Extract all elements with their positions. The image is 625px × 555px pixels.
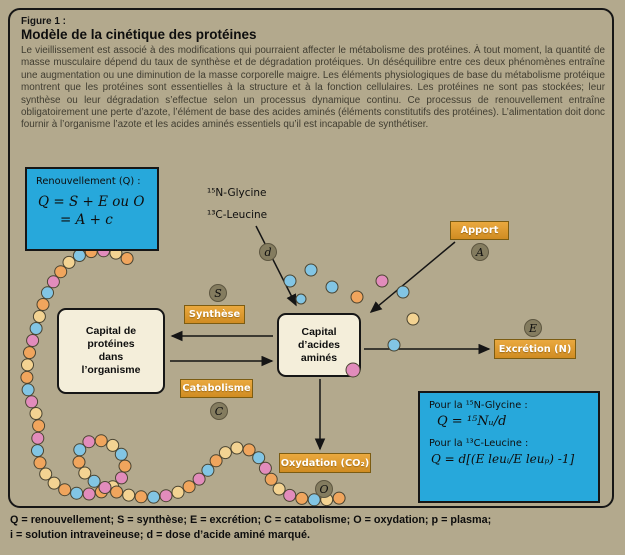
tracer-leucine-label: ¹³C-Leucine [207,209,268,221]
dose-symbol-badge: d [259,243,277,261]
renewal-title: Renouvellement (Q) : [36,176,141,187]
excretion-flow-label: Excrétion (N) [494,339,576,359]
intake-symbol-badge: A [471,243,489,261]
renewal-formula-box: Renouvellement (Q) : Q = S + E ou O = A … [25,167,159,251]
figure-description: Le vieillissement est associé à des modi… [21,45,605,131]
figure-label: Figure 1 : [21,16,67,27]
renewal-equation-1: Q = S + E ou O [38,194,145,210]
protein-pool-box: Capital de protéines dans l’organisme [57,308,165,394]
figure-title: Modèle de la cinétique des protéines [21,27,257,42]
amino-acid-pool-box: Capital d’acides aminés [277,313,361,377]
tracer-glycine-label: ¹⁵N-Glycine [207,187,267,199]
leucine-formula-title: Pour la ¹³C-Leucine : [429,438,529,449]
catabolism-flow-label: Catabolisme [180,379,253,398]
oxidation-symbol-badge: O [315,480,333,498]
synthesis-flow-label: Synthèse [184,305,245,324]
leucine-formula: Q = d[(E leuᵢ/E leuₚ) -1] [431,452,575,466]
synthesis-symbol-badge: S [209,284,227,302]
glycine-formula: Q = ¹⁵Nᵤ/d [437,414,507,429]
intake-flow-label: Apport [450,221,509,240]
oxidation-flow-label: Oxydation (CO₂) [279,453,371,473]
figure-border [8,8,614,508]
catabolism-symbol-badge: C [210,402,228,420]
legend-caption: Q = renouvellement; S = synthèse; E = ex… [10,514,492,541]
tracer-formulas-box: Pour la ¹⁵N-Glycine : Q = ¹⁵Nᵤ/d Pour la… [418,391,600,503]
excretion-symbol-badge: E [524,319,542,337]
glycine-formula-title: Pour la ¹⁵N-Glycine : [429,400,528,411]
renewal-equation-2: = A + c [60,212,113,228]
